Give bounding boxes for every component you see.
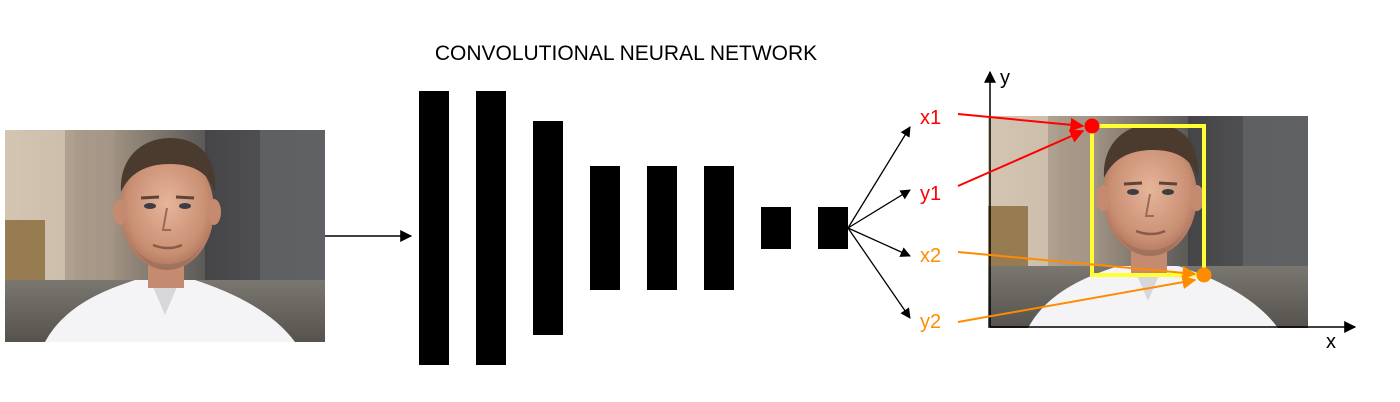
input-photo bbox=[3, 128, 327, 344]
cnn-layer-3 bbox=[533, 121, 563, 335]
bottom-right-point bbox=[1196, 267, 1212, 283]
label-x1: x1 bbox=[920, 107, 941, 129]
output-axes: y x bbox=[984, 67, 1357, 353]
diagram-title: CONVOLUTIONAL NEURAL NETWORK bbox=[435, 42, 817, 65]
x2-connector bbox=[957, 251, 1197, 280]
label-y1: y1 bbox=[920, 183, 941, 205]
x-axis-label: x bbox=[1326, 331, 1336, 353]
cnn-layers bbox=[419, 91, 848, 365]
y1-connector bbox=[957, 129, 1085, 187]
y-axis-label: y bbox=[1000, 67, 1010, 89]
cnn-layer-1 bbox=[419, 91, 449, 365]
top-left-point bbox=[1084, 118, 1100, 134]
bounding-box bbox=[1090, 124, 1206, 277]
cnn-layer-2 bbox=[476, 91, 506, 365]
label-x2: x2 bbox=[920, 245, 941, 267]
label-y2: y2 bbox=[920, 311, 941, 333]
y2-connector bbox=[957, 275, 1197, 323]
cnn-layer-7 bbox=[761, 207, 791, 249]
cnn-layer-4 bbox=[590, 166, 620, 290]
output-arrows bbox=[847, 126, 911, 319]
output-photo bbox=[986, 114, 1310, 330]
cnn-layer-5 bbox=[647, 166, 677, 290]
cnn-layer-6 bbox=[704, 166, 734, 290]
x1-connector bbox=[957, 113, 1085, 132]
cnn-layer-8 bbox=[818, 207, 848, 249]
